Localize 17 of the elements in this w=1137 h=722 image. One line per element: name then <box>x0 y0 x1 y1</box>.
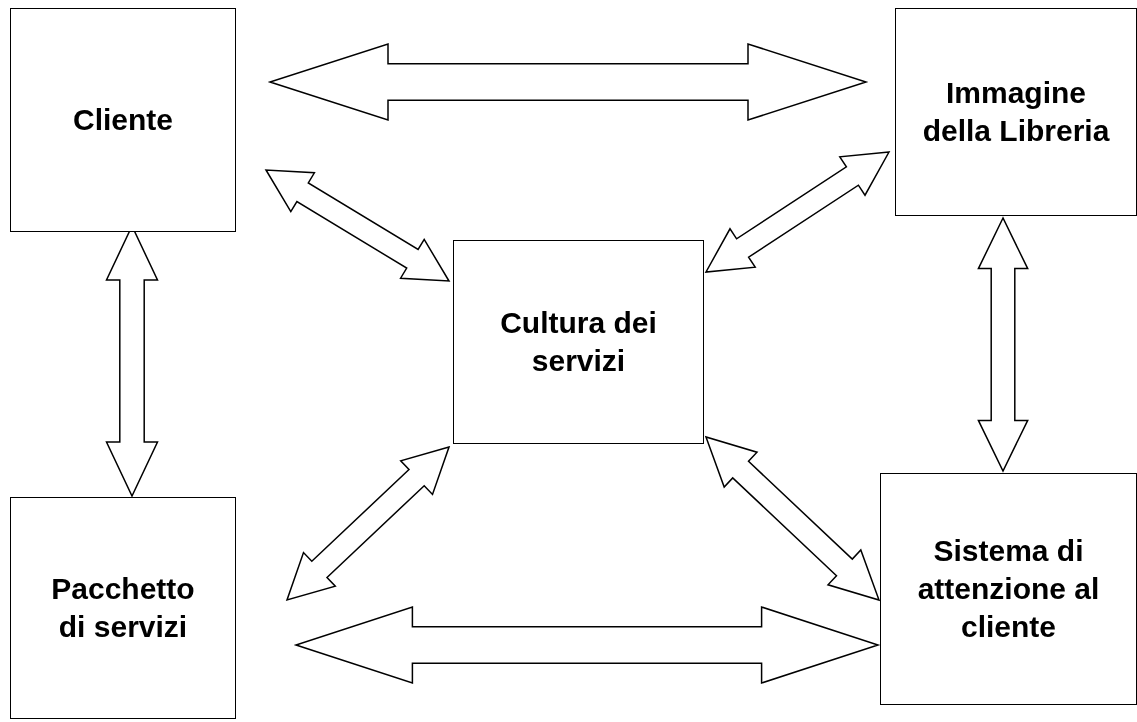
concept-box <box>453 240 704 444</box>
block-arrow <box>704 151 891 273</box>
concept-box <box>895 8 1137 216</box>
box-label: Immagine della Libreria <box>921 74 1111 149</box>
concept-box <box>10 8 236 232</box>
concept-box <box>10 497 236 719</box>
block-arrow <box>264 169 451 282</box>
box-label: Sistema di attenzione al cliente <box>916 532 1101 646</box>
block-arrow <box>977 216 1029 473</box>
block-arrow <box>267 42 869 122</box>
box-label: Cultura dei servizi <box>499 304 658 379</box>
block-arrow <box>285 445 451 602</box>
block-arrow <box>704 435 881 602</box>
concept-box <box>880 473 1137 705</box>
block-arrow <box>293 605 881 685</box>
box-label: Cliente <box>73 101 173 138</box>
box-label: Pacchetto di servizi <box>50 570 196 645</box>
